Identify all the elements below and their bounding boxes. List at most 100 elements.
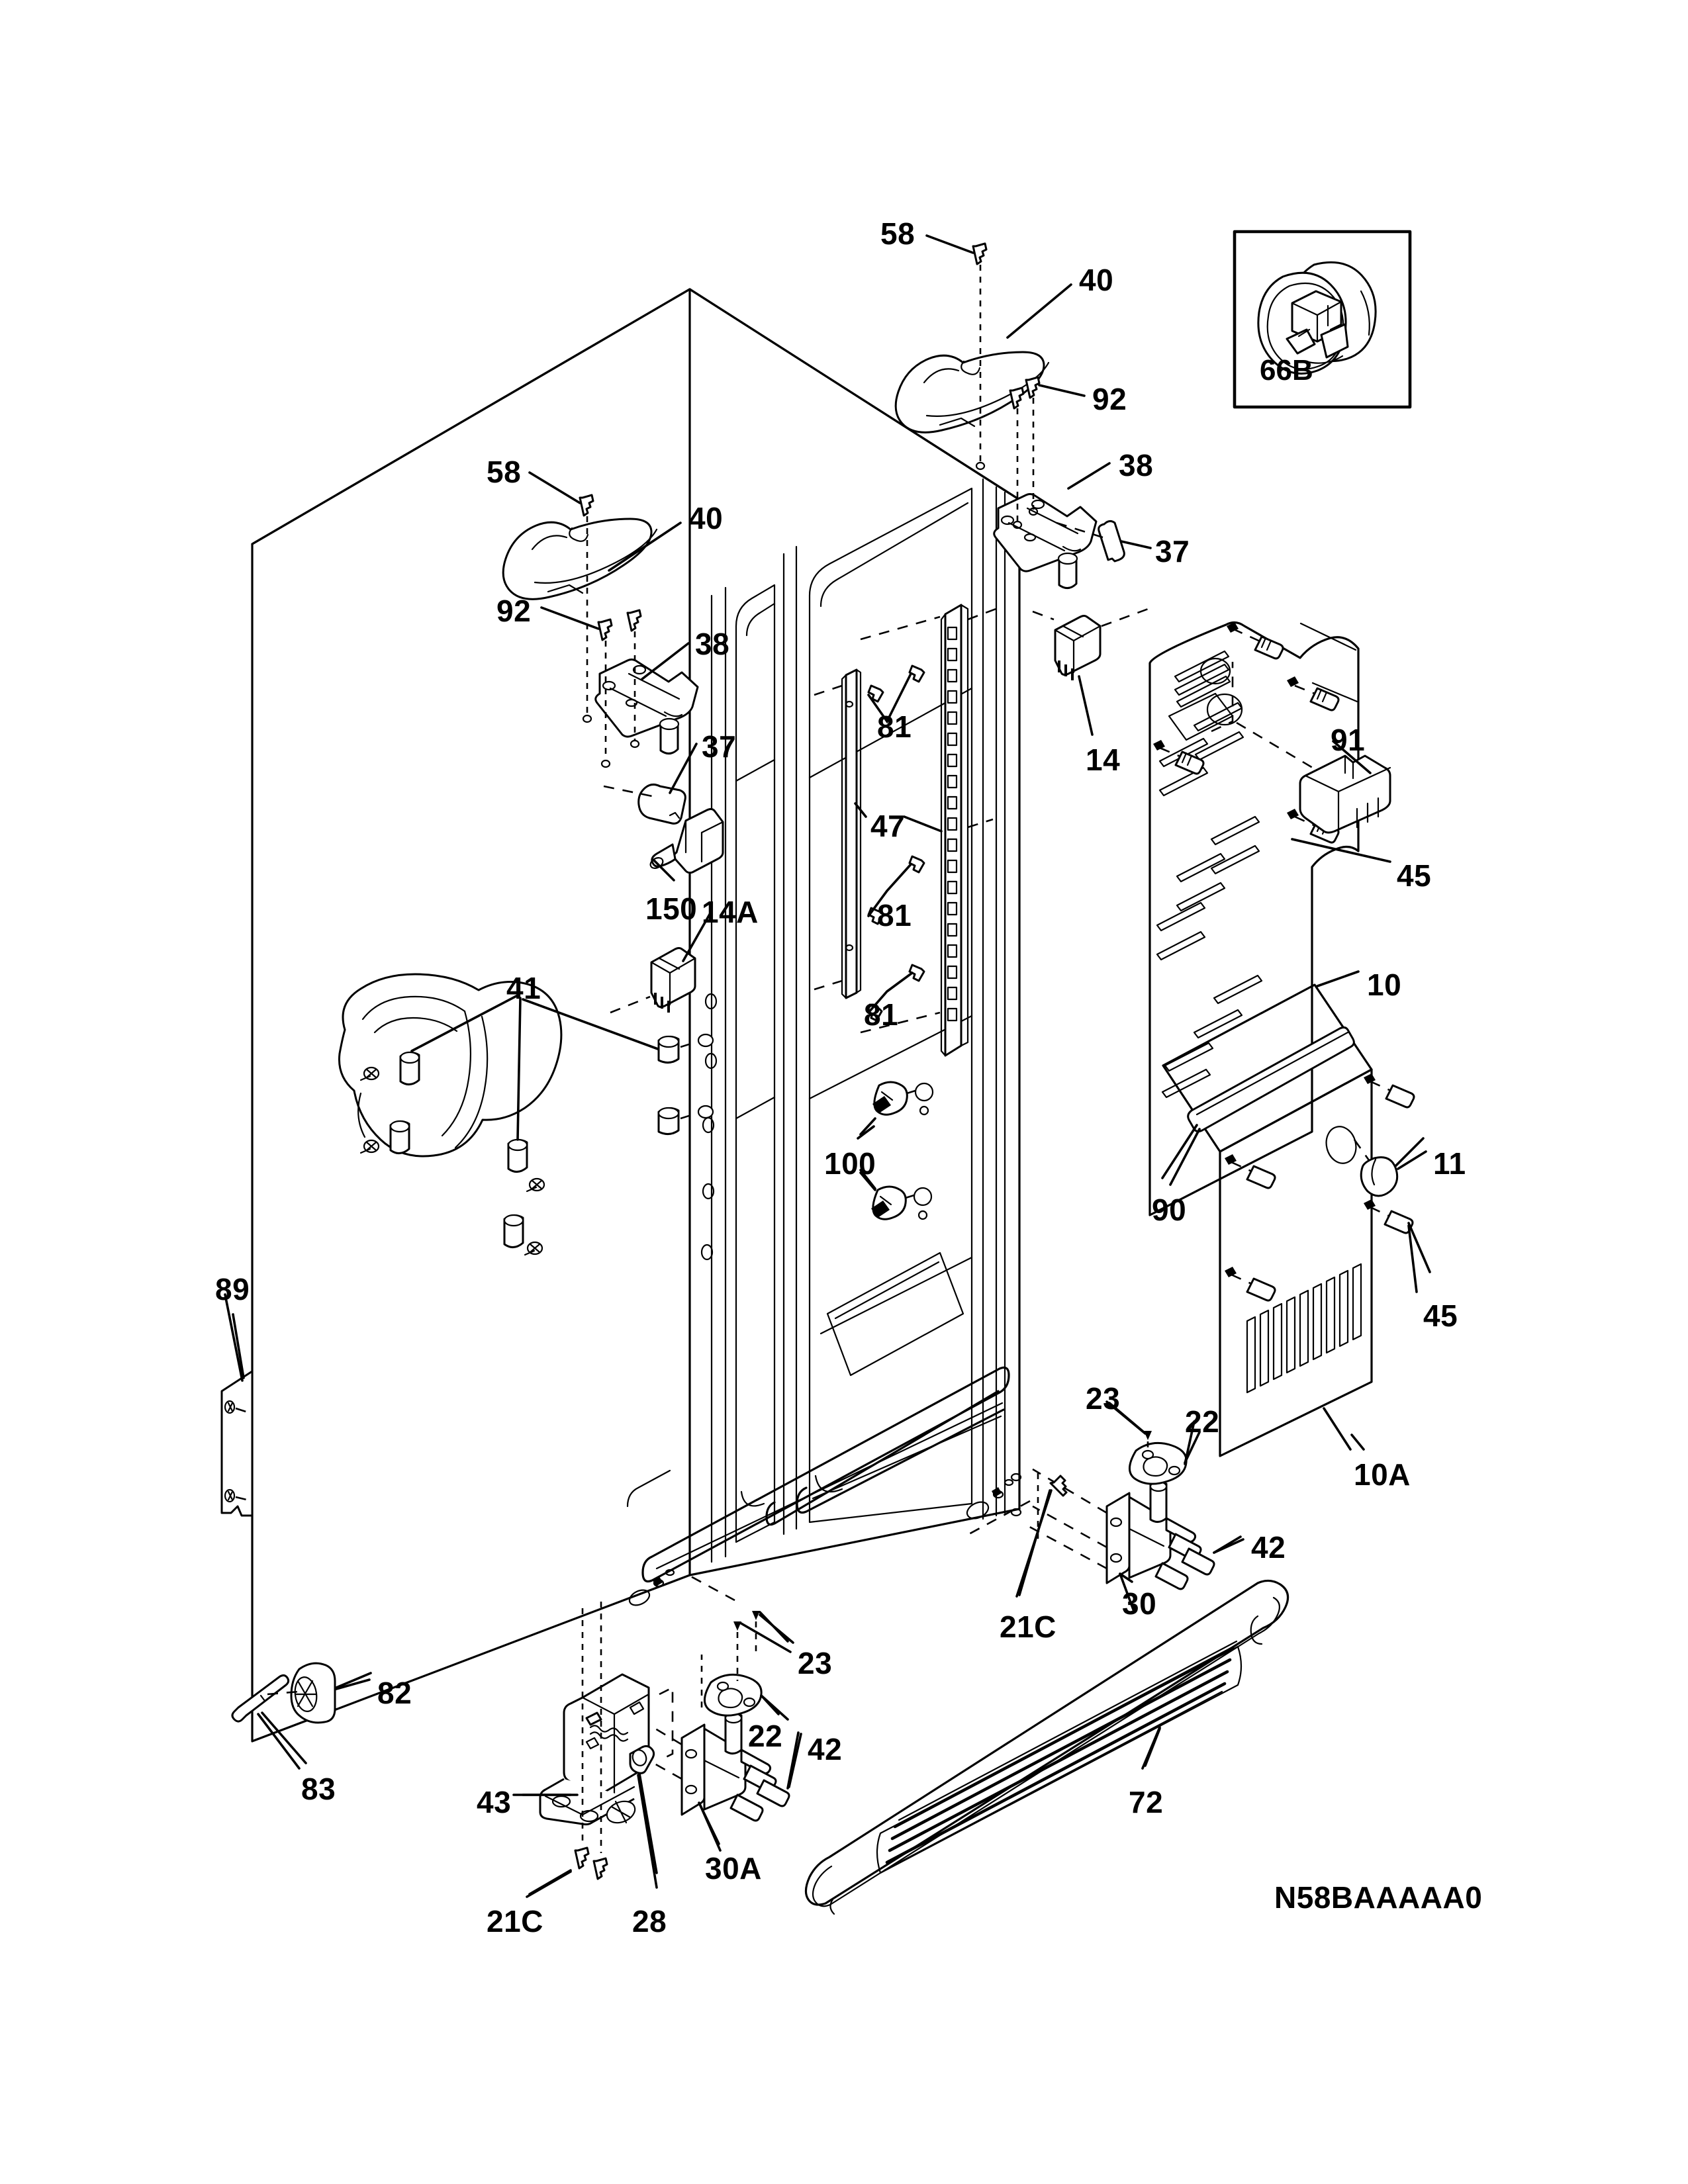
plugs-100	[857, 1081, 934, 1220]
callout-92-top[interactable]: 92	[1092, 382, 1127, 416]
screws-81-bottom	[866, 964, 925, 1022]
screw-45-a	[1254, 635, 1284, 660]
plug-cap-37-left	[603, 783, 686, 825]
callout-38-top[interactable]: 38	[1119, 448, 1154, 482]
top-hinge-cover-right	[894, 351, 1050, 433]
screw-21C-bottom-2	[592, 1857, 608, 1880]
roller-82	[290, 1662, 372, 1724]
callout-42-right[interactable]: 42	[1251, 1530, 1286, 1565]
callout-22-right[interactable]: 22	[1185, 1404, 1220, 1439]
screws-81-upper	[867, 664, 925, 724]
callout-45-b[interactable]: 45	[1423, 1298, 1458, 1333]
door-bottom-gasket-rails	[641, 1366, 1010, 1583]
callout-81-a[interactable]: 81	[877, 709, 912, 744]
callout-28[interactable]: 28	[632, 1904, 667, 1938]
screws-81-lower	[867, 855, 925, 925]
screw-45-e	[1246, 1165, 1276, 1189]
callout-14A[interactable]: 14A	[702, 895, 759, 929]
callout-30[interactable]: 30	[1122, 1586, 1157, 1621]
callout-38-left[interactable]: 38	[695, 627, 730, 661]
cabinet-bottom-mount-holes	[966, 1473, 1022, 1520]
rear-access-cover-10A	[1161, 983, 1431, 1457]
callout-90[interactable]: 90	[1152, 1193, 1187, 1227]
callout-37-left[interactable]: 37	[702, 729, 737, 764]
callout-92-left[interactable]: 92	[496, 594, 532, 628]
screw-45-b	[1309, 687, 1340, 711]
screws-42-left	[729, 1733, 802, 1822]
control-cover-91	[1299, 754, 1391, 834]
freezer-compartment-opening	[735, 584, 776, 1543]
callout-23-left[interactable]: 23	[798, 1646, 833, 1680]
diagram-code: N58BAAAAA0	[1274, 1880, 1483, 1915]
callout-43[interactable]: 43	[477, 1785, 512, 1819]
callout-58-left[interactable]: 58	[487, 455, 522, 489]
roller-assembly-43	[522, 1602, 674, 1895]
screws-92-top-left	[597, 609, 642, 768]
cabinet-bottom-left-holes	[628, 1569, 675, 1606]
callout-leader-lines	[224, 234, 1427, 1898]
screws-92-top-right	[1009, 376, 1041, 529]
bracket-150	[649, 807, 724, 874]
callout-11[interactable]: 11	[1433, 1146, 1466, 1181]
axle-pin-83	[231, 1674, 301, 1770]
top-hinge-cover-left	[502, 518, 658, 600]
rail-perforations	[947, 626, 958, 1022]
callout-81-c[interactable]: 81	[864, 997, 899, 1032]
top-hinge-plate-left	[594, 659, 699, 754]
grommet-bushing-icon	[1257, 261, 1377, 375]
screw-45-g	[1246, 1277, 1276, 1302]
plug-cap-37-right	[1056, 520, 1125, 563]
cabinet-front-frame	[688, 288, 1021, 1576]
screw-58-top-right	[972, 242, 988, 471]
callout-37-right[interactable]: 37	[1155, 534, 1190, 569]
callout-100[interactable]: 100	[824, 1146, 876, 1181]
shelf-support-rail-plain	[814, 668, 862, 999]
inset-box-66B	[1233, 230, 1412, 409]
machine-compartment-cover-10	[1149, 621, 1360, 1216]
inset-label-66B: 66B	[1260, 354, 1313, 387]
hinge-pin-cap-22-left	[704, 1673, 789, 1721]
callout-40-left[interactable]: 40	[688, 501, 724, 535]
callout-89[interactable]: 89	[215, 1272, 250, 1306]
callout-82[interactable]: 82	[377, 1676, 412, 1710]
toe-grille-louvers	[883, 1640, 1238, 1872]
callout-72[interactable]: 72	[1129, 1785, 1164, 1819]
callout-58-top[interactable]: 58	[880, 216, 915, 251]
screw-45-f	[1385, 1084, 1415, 1109]
callout-30A[interactable]: 30A	[705, 1851, 762, 1886]
switch-14	[1032, 606, 1152, 680]
shelf-support-rail-perforated	[860, 604, 1000, 1057]
bottom-hinge-30A	[648, 1621, 802, 1852]
callout-81-b[interactable]: 81	[877, 898, 912, 933]
cover-louvers	[1156, 650, 1263, 1099]
callout-40-top[interactable]: 40	[1079, 263, 1114, 297]
pin-23-left	[733, 1621, 792, 1681]
callout-91[interactable]: 91	[1331, 723, 1366, 757]
callout-21C-bottom[interactable]: 21C	[487, 1904, 543, 1938]
callout-45-a[interactable]: 45	[1397, 858, 1432, 893]
fresh-food-compartment-opening	[808, 487, 973, 1524]
callout-14[interactable]: 14	[1086, 743, 1121, 777]
callout-22-left[interactable]: 22	[748, 1719, 783, 1753]
anti-tip-bracket-89	[220, 1313, 254, 1517]
callout-150[interactable]: 150	[645, 891, 698, 926]
callout-42-left[interactable]: 42	[808, 1732, 843, 1766]
interior-bottom-pans	[626, 1251, 964, 1508]
callout-23-right[interactable]: 23	[1086, 1381, 1121, 1416]
callout-83[interactable]: 83	[301, 1772, 336, 1806]
rear-cover-vent-grille	[1246, 1263, 1362, 1394]
switch-14A	[610, 947, 696, 1014]
access-plug-11	[1360, 1137, 1425, 1197]
callout-41[interactable]: 41	[506, 971, 541, 1005]
screw-45-c	[1174, 751, 1205, 775]
screw-58-top-left	[579, 494, 594, 723]
trim-strip-90	[1187, 1026, 1355, 1133]
callout-47[interactable]: 47	[870, 809, 906, 843]
callout-10A[interactable]: 10A	[1354, 1457, 1411, 1492]
top-hinge-plate-right	[993, 493, 1098, 589]
callout-10[interactable]: 10	[1367, 968, 1402, 1002]
cabinet-front-bushings	[657, 1033, 714, 1135]
callout-21C-mid[interactable]: 21C	[1000, 1610, 1056, 1644]
